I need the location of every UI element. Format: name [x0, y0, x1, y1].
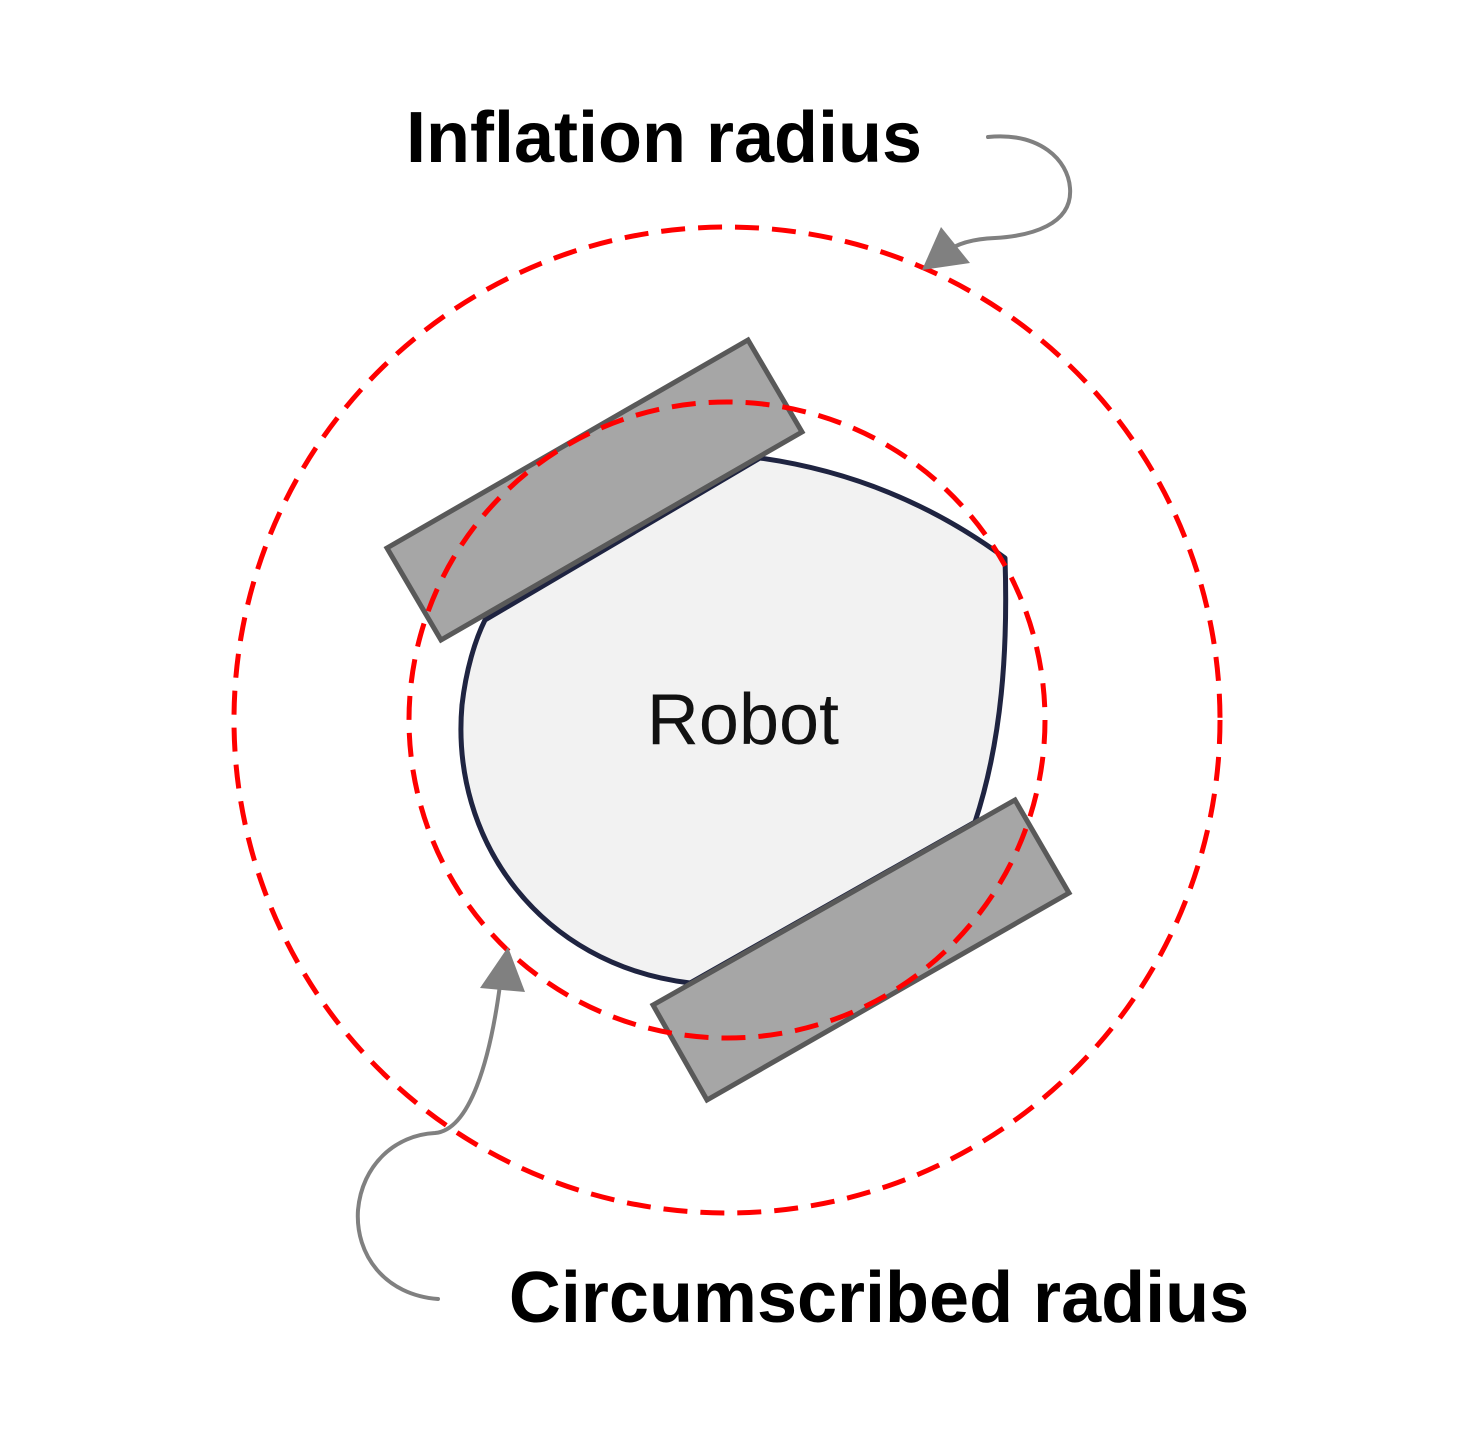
circumscribed-radius-circle [406, 399, 1048, 1041]
robot-label: Robot [647, 680, 839, 760]
circumscribed-radius-label: Circumscribed radius [509, 1258, 1249, 1338]
inflation-radius-arrow [944, 134, 1073, 254]
circumscribed-radius-arrow [355, 983, 502, 1301]
lower-wheel [649, 796, 1073, 1104]
inflation-radius-circle [231, 224, 1223, 1216]
inflation-radius-arrowhead [922, 227, 970, 270]
upper-wheel [383, 336, 806, 644]
inflation-radius-label: Inflation radius [406, 98, 922, 178]
circumscribed-radius-arrowhead [480, 947, 525, 992]
